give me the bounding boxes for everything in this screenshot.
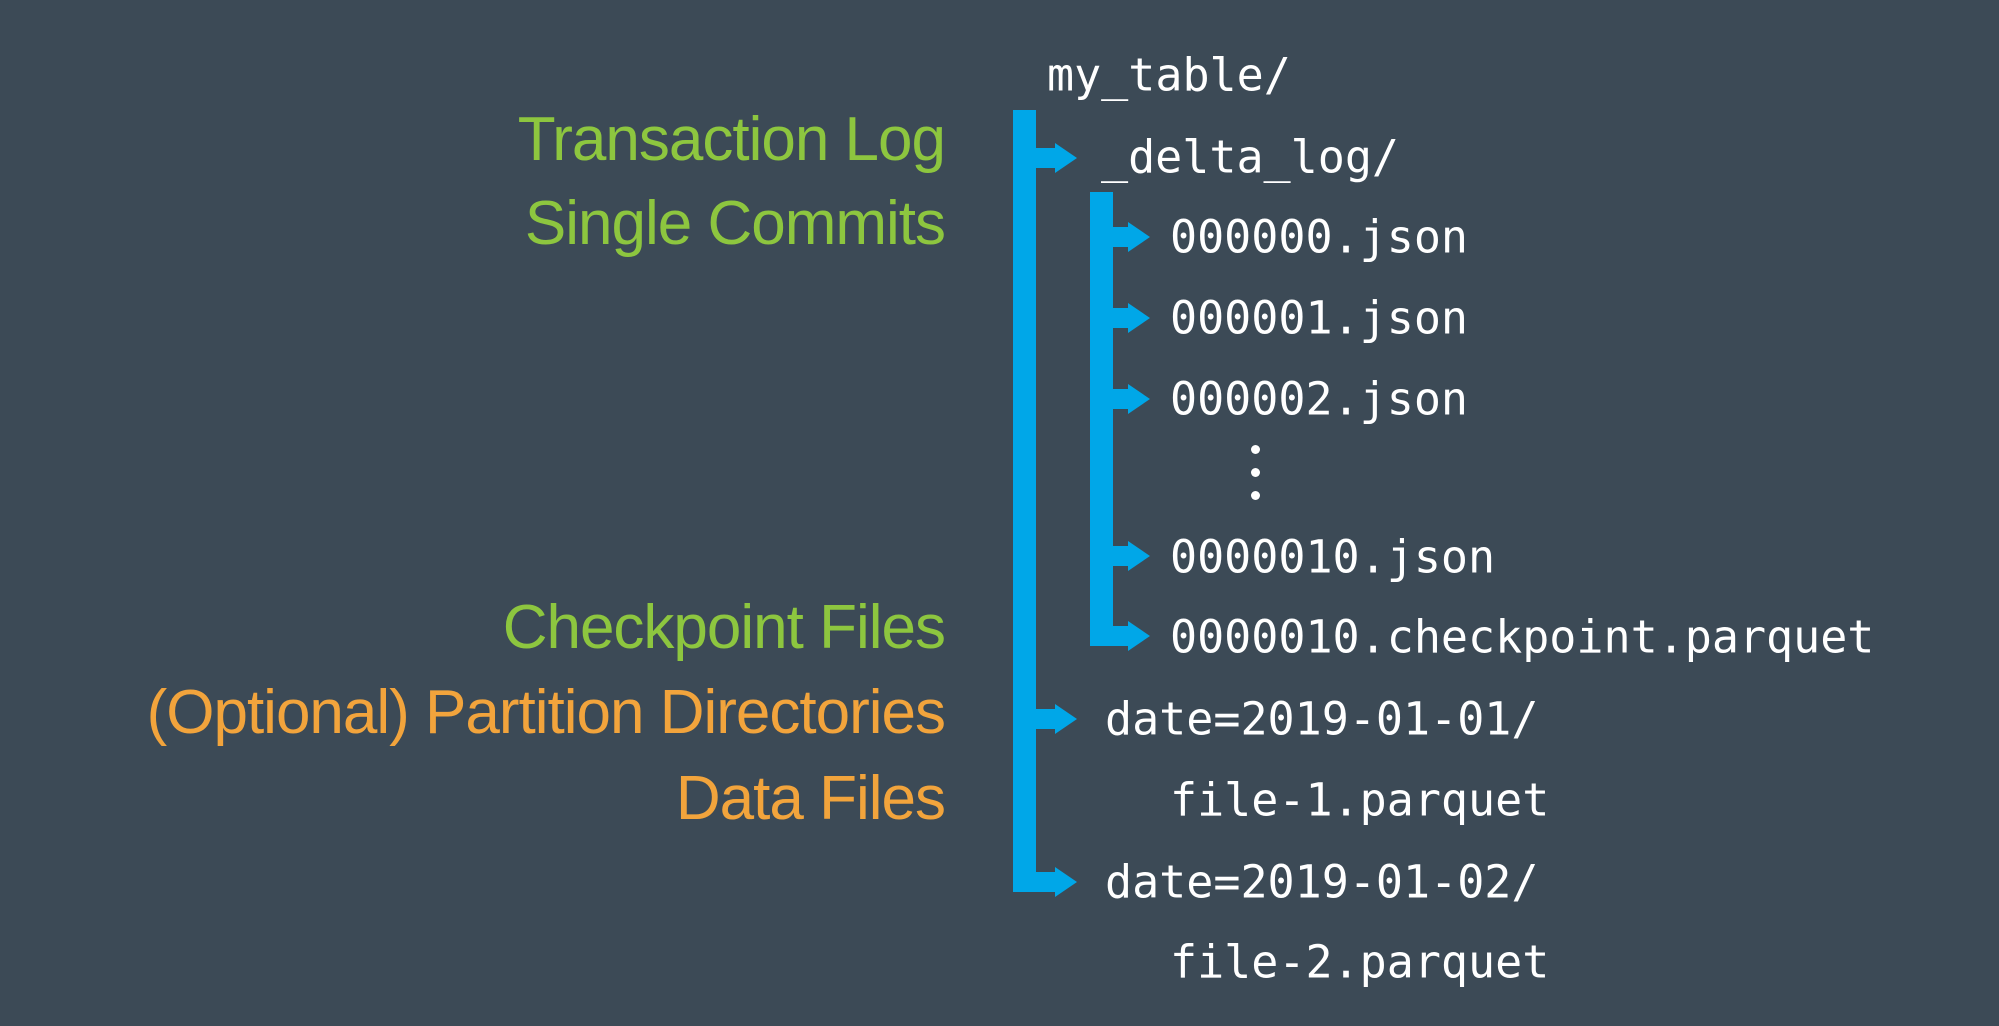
tree-item-date-01-dir: date=2019-01-01/ [1105, 692, 1539, 746]
arrow-icon-json-000002 [1090, 384, 1150, 414]
arrow-icon-date-02 [1013, 867, 1077, 897]
tree-connector-main-line [1013, 110, 1036, 892]
tree-item-my-table: my_table/ [1047, 48, 1291, 102]
tree-item-file-2-parquet: file-2.parquet [1170, 935, 1550, 989]
arrow-icon-json-0000010 [1090, 541, 1150, 571]
tree-item-json-000001: 000001.json [1170, 291, 1469, 345]
tree-item-date-02-dir: date=2019-01-02/ [1105, 855, 1539, 909]
label-partition-directories: (Optional) Partition Directories [146, 678, 946, 747]
arrow-icon-json-000000 [1090, 222, 1150, 252]
label-checkpoint-files: Checkpoint Files [502, 593, 946, 662]
label-transaction-log: Transaction Log [517, 105, 946, 174]
tree-item-json-0000010: 0000010.json [1170, 530, 1496, 584]
vertical-ellipsis-icon [1251, 445, 1260, 500]
arrow-icon-json-000001 [1090, 303, 1150, 333]
label-data-files: Data Files [675, 764, 946, 833]
tree-item-checkpoint-file: 0000010.checkpoint.parquet [1170, 610, 1875, 664]
tree-item-json-000002: 000002.json [1170, 372, 1469, 426]
tree-item-file-1-parquet: file-1.parquet [1170, 773, 1550, 827]
tree-item-delta-log: _delta_log/ [1101, 130, 1400, 184]
arrow-icon-delta-log [1013, 143, 1077, 173]
arrow-icon-checkpoint [1090, 621, 1150, 651]
label-single-commits: Single Commits [524, 189, 946, 258]
arrow-icon-date-01 [1013, 704, 1077, 734]
tree-item-json-000000: 000000.json [1170, 210, 1469, 264]
tree-connector-sub-line [1090, 192, 1113, 646]
